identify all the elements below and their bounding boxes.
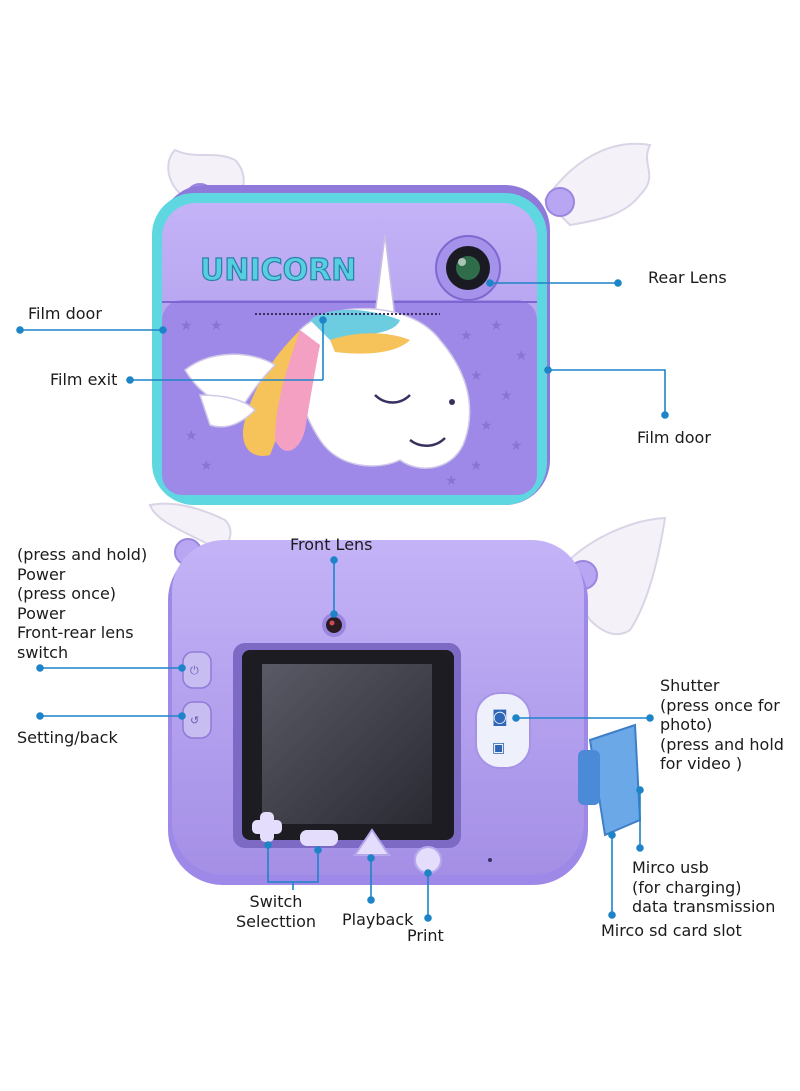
- label-film-door-left: Film door: [28, 304, 102, 323]
- svg-text:★: ★: [500, 388, 513, 404]
- print-button[interactable]: [414, 846, 442, 874]
- svg-text:★: ★: [480, 418, 493, 434]
- leader-lines: [16, 279, 669, 922]
- svg-text:⏻: ⏻: [190, 664, 199, 677]
- svg-text:★: ★: [470, 368, 483, 384]
- plus-button[interactable]: [252, 812, 282, 842]
- unicorn-graphic: [184, 234, 471, 469]
- label-setting-back: Setting/back: [17, 728, 118, 747]
- svg-text:★: ★: [515, 348, 528, 364]
- svg-text:★: ★: [200, 458, 213, 474]
- rear-lens: [435, 235, 501, 301]
- svg-text:★: ★: [460, 328, 473, 344]
- svg-text:★: ★: [470, 458, 483, 474]
- top-camera: ★★ ★★ ★★ ★★ ★★ ★★ ★★ UNICORN: [152, 142, 652, 505]
- video-icon: ▣: [492, 740, 505, 756]
- top-right-wing: [543, 142, 652, 227]
- svg-text:↺: ↺: [190, 714, 199, 727]
- label-shutter: Shutter (press once for photo) (press an…: [660, 676, 784, 773]
- label-micro-usb: Mirco usb (for charging) data transmissi…: [632, 858, 776, 916]
- label-playback: Playback: [342, 910, 414, 929]
- shutter-button[interactable]: [475, 692, 531, 769]
- label-micro-sd: Mirco sd card slot: [601, 921, 742, 940]
- camera-icon: ◙: [492, 707, 508, 726]
- svg-text:★: ★: [490, 318, 503, 334]
- svg-text:★: ★: [180, 318, 193, 334]
- label-film-exit: Film exit: [50, 370, 118, 389]
- front-lens: [322, 613, 346, 637]
- svg-text:★: ★: [210, 318, 223, 334]
- label-front-lens: Front Lens: [290, 535, 373, 554]
- minus-button[interactable]: [300, 830, 338, 846]
- bottom-camera: ⏻ ↺ ◙ ▣: [148, 502, 667, 885]
- svg-text:★: ★: [510, 438, 523, 454]
- setting-back-button[interactable]: [182, 701, 212, 739]
- label-film-door-right: Film door: [637, 428, 711, 447]
- svg-text:★: ★: [185, 428, 198, 444]
- label-power: (press and hold) Power (press once) Powe…: [17, 545, 148, 662]
- usb-sd-flap: [578, 723, 642, 837]
- brand-text: UNICORN: [200, 253, 356, 288]
- label-print: Print: [407, 926, 444, 945]
- label-rear-lens: Rear Lens: [648, 268, 727, 287]
- svg-text:★: ★: [445, 473, 458, 489]
- label-switch-selection: Switch Selecttion: [236, 892, 317, 931]
